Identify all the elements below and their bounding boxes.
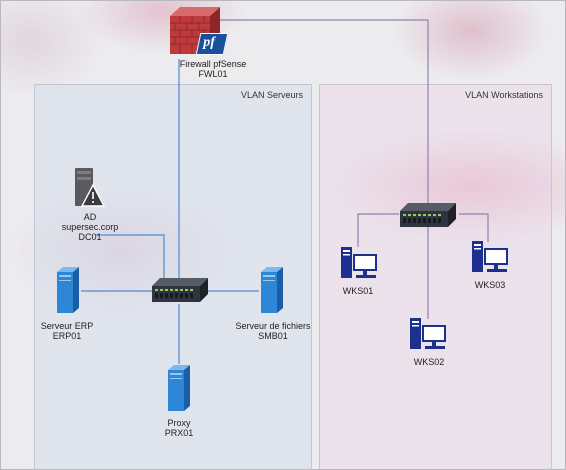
link-ad-switch [96, 234, 165, 279]
ad-label: AD supersec.corp DC01 [62, 212, 119, 242]
rack-server-icon [57, 267, 79, 313]
switch-workstations-node[interactable] [399, 202, 457, 233]
switch-servers-node[interactable] [151, 277, 209, 308]
proxy-label: Proxy PRX01 [165, 418, 194, 438]
wks01-node[interactable] [339, 246, 379, 287]
ad-name: AD [83, 212, 97, 222]
desktop-computer-icon [410, 318, 446, 349]
firewall-label: Firewall pfSense FWL01 [180, 59, 247, 79]
wks03-host: WKS03 [474, 280, 506, 290]
wks01-label: WKS01 [343, 286, 374, 296]
wks01-host: WKS01 [342, 286, 374, 296]
vlan-workstations-title: VLAN Workstations [465, 90, 543, 100]
proxy-host: PRX01 [164, 428, 194, 438]
pfsense-logo-text: pf [203, 35, 215, 50]
proxy-server-node[interactable] [165, 364, 195, 417]
wks03-label: WKS03 [475, 280, 506, 290]
link-switch-wks01 [357, 213, 399, 247]
wks02-label: WKS02 [414, 357, 445, 367]
smb-host: SMB01 [258, 331, 288, 341]
erp-host: ERP01 [52, 331, 82, 341]
vlan-servers-title: VLAN Serveurs [240, 90, 303, 100]
rack-server-icon [168, 365, 190, 411]
smb-label: Serveur de fichiers SMB01 [235, 321, 310, 341]
link-switch-wks03 [459, 213, 489, 242]
wks02-host: WKS02 [413, 357, 445, 367]
wks02-node[interactable] [408, 317, 448, 358]
ad-host: DC01 [78, 232, 102, 242]
ad-server-node[interactable] [71, 167, 107, 211]
firewall-node[interactable]: pf [165, 2, 229, 58]
server-warning-icon [75, 168, 106, 207]
network-switch-icon [152, 278, 208, 302]
proxy-name: Proxy [167, 418, 191, 428]
ad-domain: supersec.corp [61, 222, 119, 232]
pfsense-logo: pf [195, 33, 229, 55]
link-firewall-switch-wks [215, 19, 429, 204]
smb-name: Serveur de fichiers [235, 321, 311, 331]
wks03-node[interactable] [470, 240, 510, 281]
firewall-host: FWL01 [198, 69, 228, 79]
desktop-computer-icon [341, 247, 377, 278]
rack-server-icon [261, 267, 283, 313]
erp-server-node[interactable] [54, 266, 84, 319]
network-switch-icon [400, 203, 456, 227]
erp-label: Serveur ERP ERP01 [41, 321, 94, 341]
desktop-computer-icon [472, 241, 508, 272]
erp-name: Serveur ERP [40, 321, 94, 331]
firewall-name: Firewall pfSense [179, 59, 247, 69]
file-server-node[interactable] [258, 266, 288, 319]
